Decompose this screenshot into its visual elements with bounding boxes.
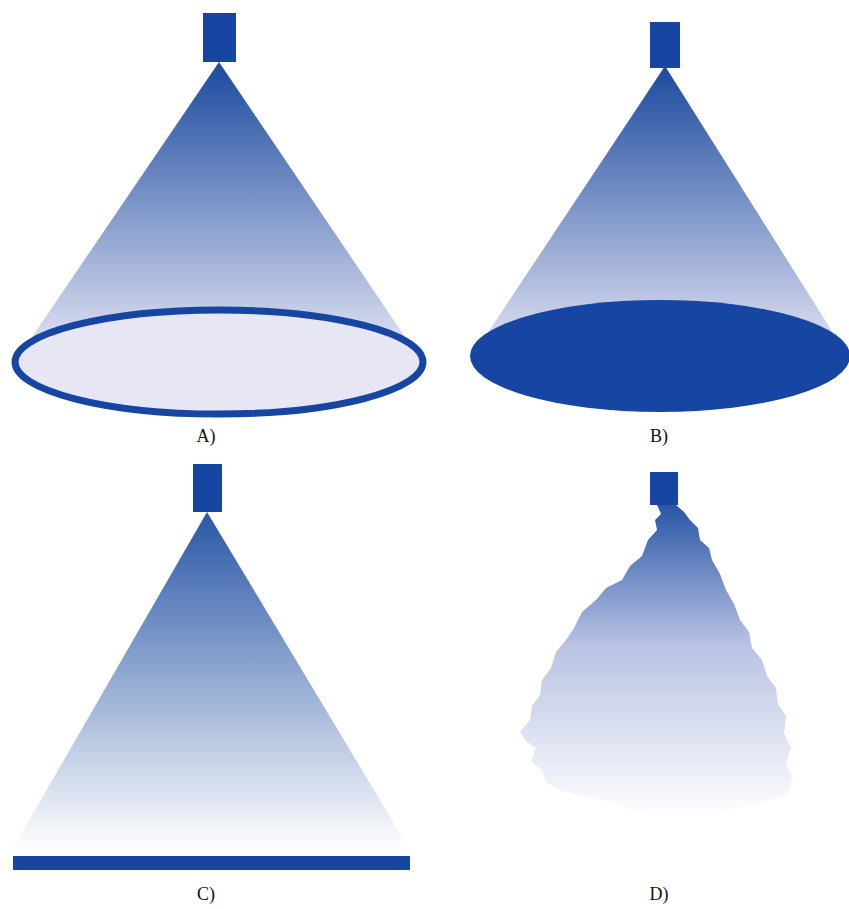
figure-label: B) — [650, 426, 668, 446]
hollow-cone-spray — [15, 13, 423, 414]
flat-fan-spray — [12, 464, 410, 870]
figure-label: A) — [197, 426, 216, 446]
figure-label: C) — [197, 884, 215, 904]
figure-label: D) — [650, 884, 669, 904]
irregular-spray — [520, 472, 792, 818]
full-cone-spray — [470, 22, 849, 412]
